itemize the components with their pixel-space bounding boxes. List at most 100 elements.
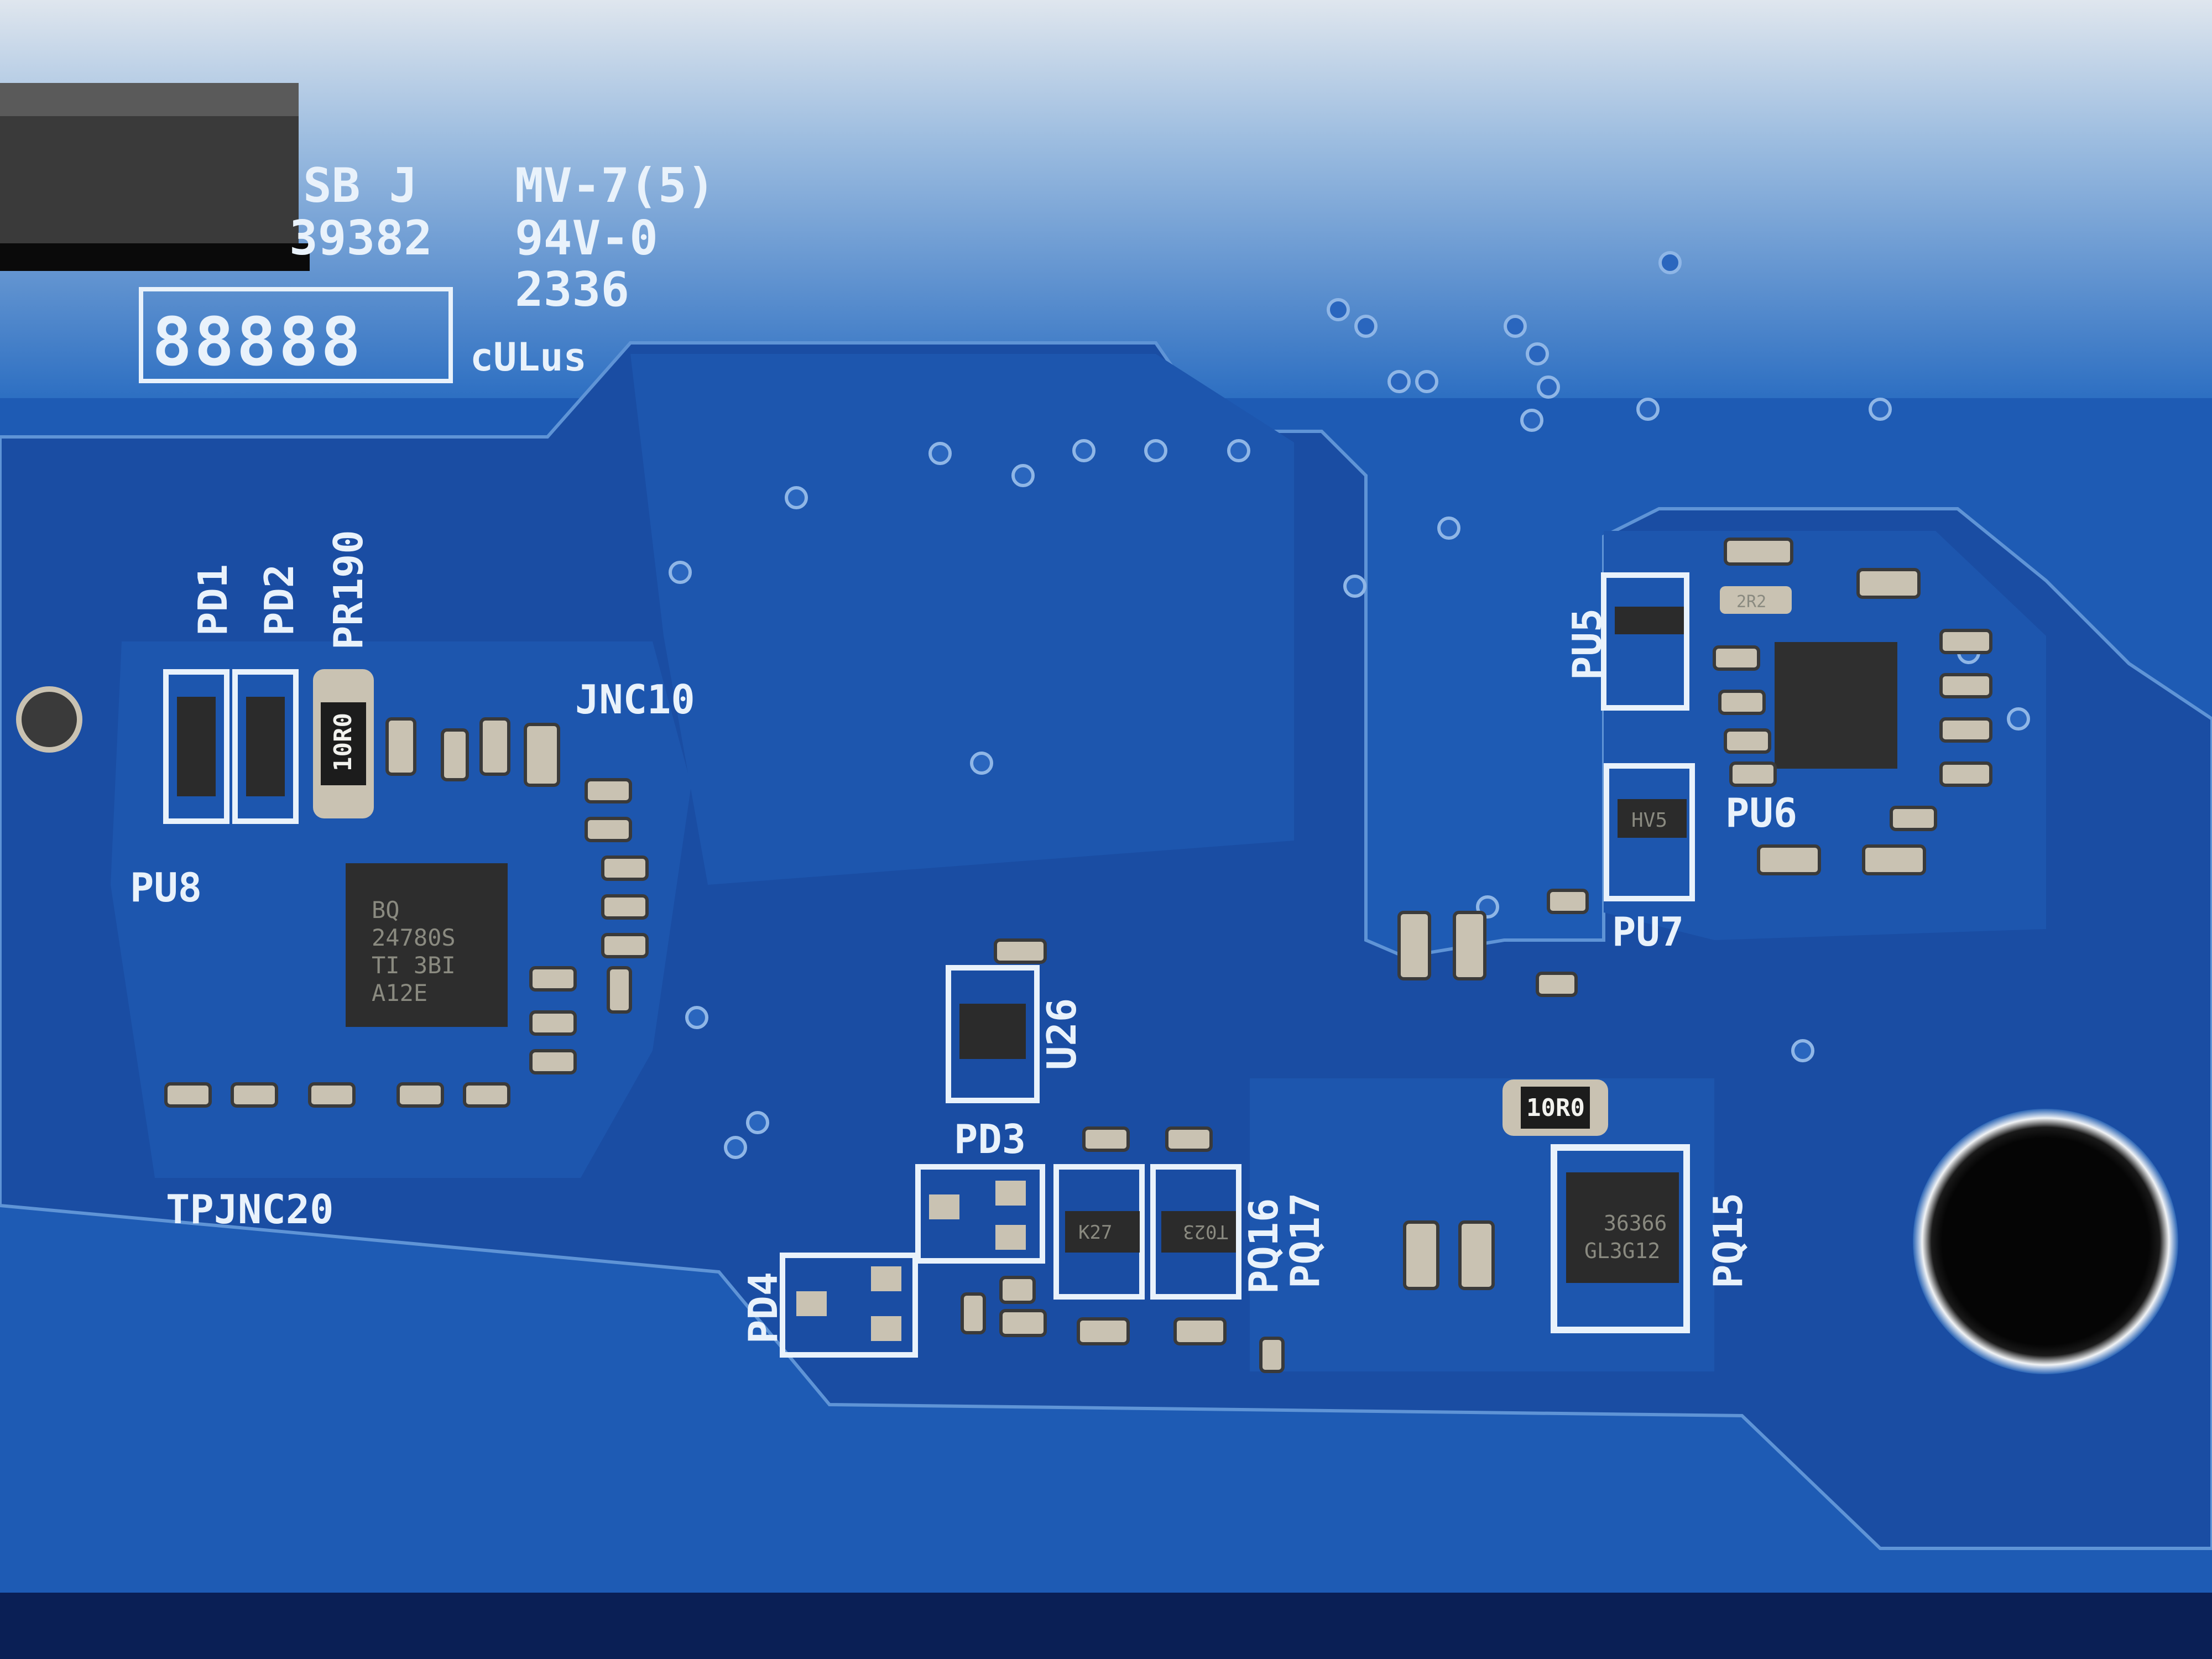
via xyxy=(746,1111,769,1134)
inductor-2r2: 2R2 xyxy=(1720,586,1792,614)
diode-pd4 xyxy=(780,1253,918,1358)
diode-pd2 xyxy=(232,669,299,824)
small-mounting-hole xyxy=(16,686,82,753)
marking-text: MV-7(5) xyxy=(515,158,715,213)
smd-passive xyxy=(1718,690,1766,715)
smd-passive xyxy=(1890,806,1937,831)
smd-passive xyxy=(1939,717,1992,743)
connector-shadow xyxy=(0,243,310,271)
smd-passive xyxy=(463,1082,510,1108)
smd-passive xyxy=(1856,568,1921,599)
smd-passive xyxy=(441,728,469,781)
via xyxy=(1636,398,1660,421)
component-marking: 2R2 xyxy=(1736,592,1766,612)
smd-passive xyxy=(529,1010,577,1036)
smd-passive xyxy=(994,938,1047,964)
connector-top-edge xyxy=(0,83,299,116)
smd-passive xyxy=(1757,844,1821,875)
smd-passive xyxy=(585,817,632,842)
label-u26: U26 xyxy=(1039,998,1085,1070)
via xyxy=(1354,315,1378,338)
label-pd4: PD4 xyxy=(740,1272,786,1344)
passive-components xyxy=(164,538,1992,1373)
smd-passive xyxy=(1729,761,1777,787)
smd-passive xyxy=(1939,629,1992,654)
label-tpjnc20: TPJNC20 xyxy=(166,1186,333,1233)
smd-passive xyxy=(601,933,649,958)
via xyxy=(724,1136,747,1159)
smd-passive xyxy=(585,778,632,804)
resistor-10r0: 10R0 xyxy=(1503,1079,1608,1136)
smd-passive xyxy=(529,966,577,992)
via xyxy=(1658,251,1682,274)
glare-reflection xyxy=(0,0,2212,398)
smd-passive xyxy=(524,723,560,787)
via xyxy=(1387,370,1411,393)
smd-passive xyxy=(1397,911,1431,980)
label-pr190: PR190 xyxy=(325,530,372,650)
via xyxy=(1011,464,1035,487)
chip-marking: HV5 xyxy=(1631,809,1667,832)
label-pd1: PD1 xyxy=(190,564,236,636)
via xyxy=(2007,707,2030,731)
via xyxy=(1327,298,1350,321)
regulator-pu7: HV5 xyxy=(1604,763,1695,901)
smd-passive xyxy=(1547,889,1589,914)
smd-passive xyxy=(1939,673,1992,698)
marking-text: 2336 xyxy=(515,262,629,317)
label-pu8: PU8 xyxy=(130,864,202,911)
resistor-marking: 10R0 xyxy=(1526,1094,1585,1122)
reference-designators: PD1 PD2 PR190 JNC10 PU8 TPJNC20 U26 PD3 … xyxy=(130,530,1797,1344)
via xyxy=(1869,398,1892,421)
smd-passive xyxy=(1713,645,1760,671)
controller-pu6 xyxy=(1775,642,1897,769)
via xyxy=(1526,342,1549,366)
chip-marking: 36366 xyxy=(1604,1211,1667,1235)
via xyxy=(1791,1039,1814,1062)
label-jnc10: JNC10 xyxy=(575,676,695,723)
smd-passive xyxy=(999,1276,1036,1304)
diode-pd1 xyxy=(163,669,229,824)
smd-passive xyxy=(1173,1317,1227,1345)
smd-passive xyxy=(529,1049,577,1074)
regulator-pu5 xyxy=(1601,572,1689,711)
smd-passive xyxy=(999,1309,1047,1337)
chip-marking: T023 xyxy=(1183,1220,1228,1243)
via xyxy=(970,752,993,775)
charger-ic-bq24780s: BQ 24780S TI 3BI A12E xyxy=(346,863,508,1027)
label-pd3: PD3 xyxy=(954,1116,1026,1162)
chip-marking: A12E xyxy=(372,979,427,1006)
via xyxy=(1537,375,1560,399)
smd-passive xyxy=(308,1082,356,1108)
via xyxy=(928,442,952,465)
smd-passive xyxy=(601,855,649,881)
smd-passive xyxy=(164,1082,212,1108)
marking-text: 94V-0 xyxy=(515,211,658,266)
smd-passive xyxy=(479,717,510,776)
smd-passive xyxy=(1536,972,1578,997)
label-pu6: PU6 xyxy=(1725,790,1797,836)
transistor-pq17: T023 xyxy=(1150,1164,1241,1300)
via xyxy=(1343,575,1366,598)
smd-passive xyxy=(607,966,632,1014)
date-code-digits: 88888 xyxy=(152,304,363,381)
smd-passive xyxy=(397,1082,444,1108)
ic-u26 xyxy=(946,965,1040,1103)
mosfet-pq15: 36366 GL3G12 xyxy=(1551,1144,1690,1333)
board-edge xyxy=(0,1593,2212,1659)
smd-passive xyxy=(1403,1220,1439,1290)
diode-pd3 xyxy=(915,1164,1045,1264)
via xyxy=(1072,439,1095,462)
smd-passive xyxy=(1862,844,1926,875)
smd-passive xyxy=(1082,1126,1130,1152)
date-code-box xyxy=(139,287,453,383)
via xyxy=(785,486,808,509)
smd-passive xyxy=(961,1292,986,1334)
via xyxy=(1144,439,1167,462)
resistor-marking: 10R0 xyxy=(329,713,357,771)
smd-passive xyxy=(1939,761,1992,787)
chip-marking: K27 xyxy=(1078,1222,1112,1244)
via xyxy=(1415,370,1438,393)
smd-passive xyxy=(1453,911,1486,980)
